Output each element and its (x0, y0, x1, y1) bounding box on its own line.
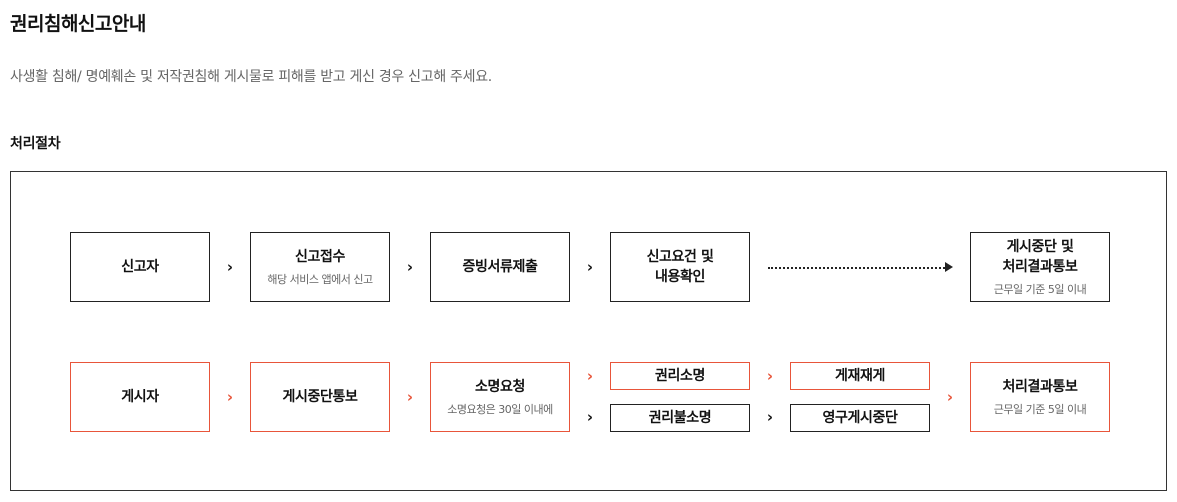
step-permanent-suspend-label: 영구게시중단 (822, 410, 898, 426)
step-explain-request-label: 소명요청 (475, 379, 525, 395)
step-not-explained: 권리불소명 (610, 404, 750, 432)
step-receipt-label: 신고접수 (295, 249, 345, 265)
page-description: 사생활 침해/ 명예훼손 및 저작권침해 게시물로 피해를 받고 게신 경우 신… (10, 69, 492, 85)
step-reporter-label: 신고자 (121, 259, 159, 275)
step-explain-request: 소명요청 소명요청은 30일 이내에 (430, 362, 570, 432)
step-suspend-notify: 게시중단 및 처리결과통보 근무일 기준 5일 이내 (970, 232, 1110, 302)
step-receipt-note: 해당 서비스 앱에서 신고 (267, 273, 373, 286)
step-repost-label: 게재재게 (835, 368, 885, 384)
arrow-icon: › (406, 388, 414, 406)
step-suspend-notice-label: 게시중단통보 (282, 389, 358, 405)
arrow-icon: › (226, 258, 234, 276)
step-poster: 게시자 (70, 362, 210, 432)
arrow-icon: › (946, 388, 954, 406)
arrow-icon: › (226, 388, 234, 406)
arrowhead-icon (945, 262, 953, 272)
arrow-icon: › (586, 408, 594, 426)
step-review-label-2: 내용확인 (655, 269, 705, 285)
step-repost: 게재재게 (790, 362, 930, 390)
step-result-notify: 처리결과통보 근무일 기준 5일 이내 (970, 362, 1110, 432)
page-title: 권리침해신고안내 (10, 13, 146, 35)
step-review-label-1: 신고요건 및 (646, 249, 714, 265)
process-diagram: 신고자 › 신고접수 해당 서비스 앱에서 신고 › 증빙서류제출 › 신고요건… (10, 171, 1167, 491)
step-suspend-notify-note: 근무일 기준 5일 이내 (993, 283, 1087, 296)
step-explained-label: 권리소명 (655, 368, 705, 384)
step-reporter: 신고자 (70, 232, 210, 302)
step-suspend-notify-label-1: 게시중단 및 (1006, 239, 1074, 255)
step-poster-label: 게시자 (121, 389, 159, 405)
step-permanent-suspend: 영구게시중단 (790, 404, 930, 432)
arrow-icon: › (586, 367, 594, 385)
arrow-icon: › (406, 258, 414, 276)
step-explain-request-note: 소명요청은 30일 이내에 (447, 403, 553, 416)
step-suspend-notice: 게시중단통보 (250, 362, 390, 432)
arrow-icon: › (766, 367, 774, 385)
arrow-icon: › (766, 408, 774, 426)
step-suspend-notify-label-2: 처리결과통보 (1002, 259, 1078, 275)
section-title: 처리절차 (10, 136, 61, 152)
step-result-notify-label: 처리결과통보 (1002, 379, 1078, 395)
step-review: 신고요건 및 내용확인 (610, 232, 750, 302)
step-evidence: 증빙서류제출 (430, 232, 570, 302)
step-explained: 권리소명 (610, 362, 750, 390)
step-receipt: 신고접수 해당 서비스 앱에서 신고 (250, 232, 390, 302)
step-evidence-label: 증빙서류제출 (462, 259, 538, 275)
step-result-notify-note: 근무일 기준 5일 이내 (993, 403, 1087, 416)
arrow-icon: › (586, 258, 594, 276)
dotted-connector (768, 267, 948, 269)
step-not-explained-label: 권리불소명 (648, 410, 712, 426)
